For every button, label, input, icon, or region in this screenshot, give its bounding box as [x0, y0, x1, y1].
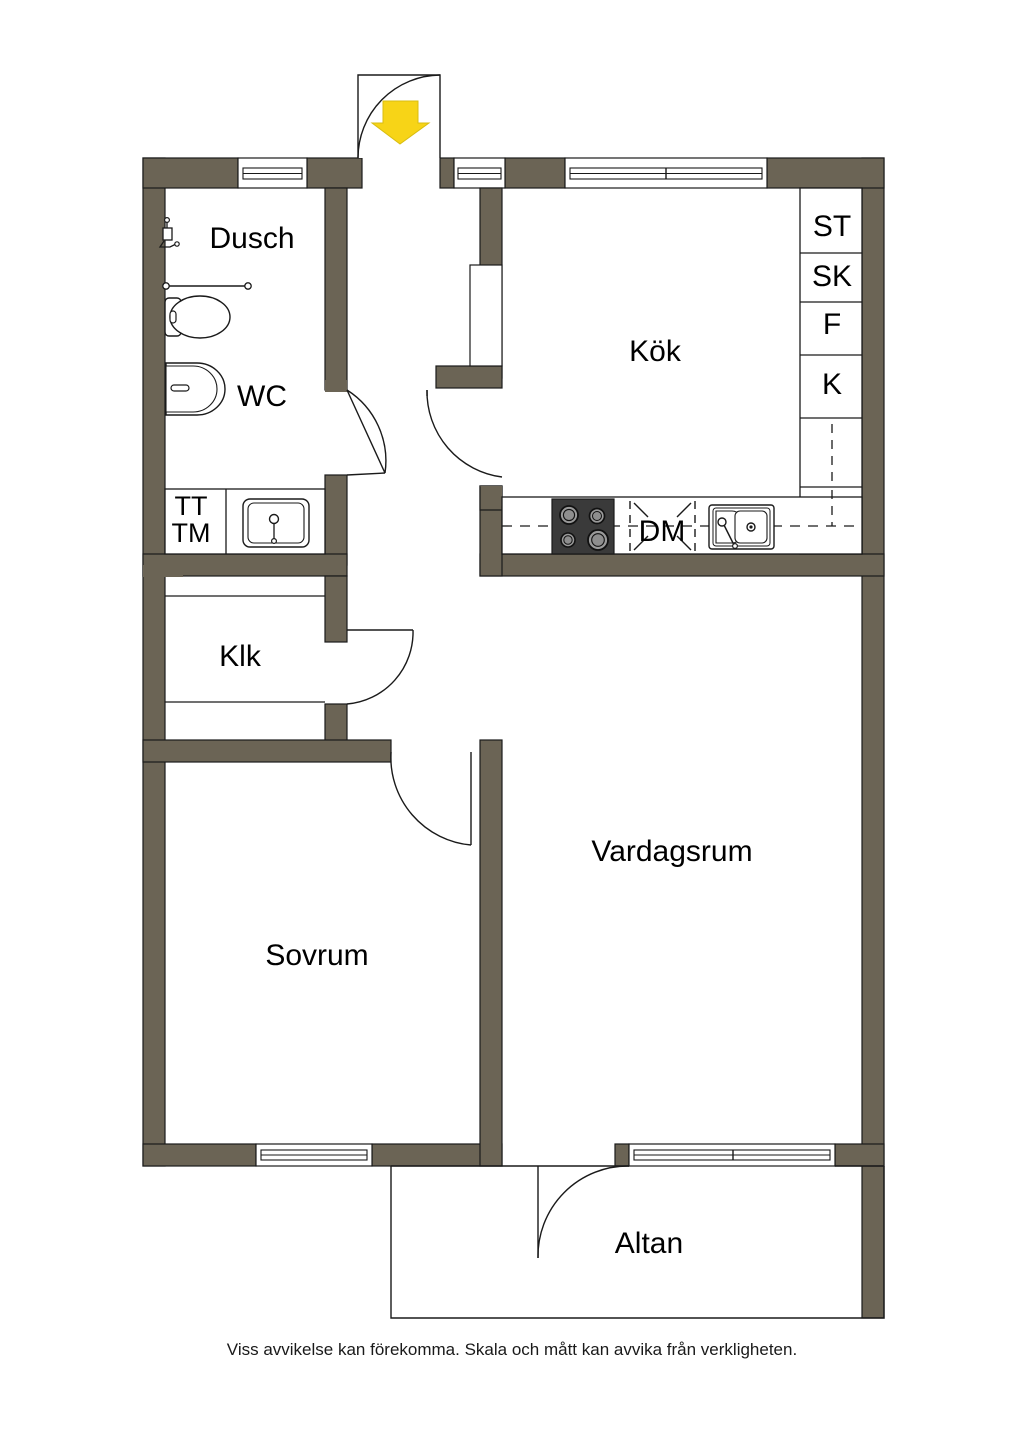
interior-wall-klk-south	[142, 739, 392, 763]
altan-outline-group	[390, 1165, 885, 1319]
plan-disclaimer: Viss avvikelse kan förekomma. Skala och …	[226, 1340, 798, 1359]
exterior-wall-top-e	[766, 157, 885, 189]
cabinet-label-k: K	[822, 368, 842, 401]
appliance-label-dm: DM	[639, 515, 686, 548]
shower-rail-icon	[162, 282, 252, 290]
room-label-group: Dusch WC Kök Klk Sovrum Vardagsrum Altan	[209, 222, 752, 1260]
door-swing-klk	[346, 629, 414, 705]
room-label-dusch: Dusch	[209, 222, 294, 255]
door-swing-group	[346, 389, 630, 1259]
entry-door-group	[357, 74, 441, 159]
kitchen-sink-icon	[708, 504, 775, 550]
sink-icon	[165, 362, 226, 416]
cabinet-label-f: F	[823, 308, 841, 341]
cabinet-label-st: ST	[813, 210, 851, 243]
appliance-label-tm: TM	[172, 518, 211, 548]
entry-arrow-icon	[370, 100, 431, 145]
interior-wall-klk-east-upper	[324, 575, 348, 643]
exterior-wall-bottom-c	[614, 1143, 630, 1167]
interior-wall-vardagsrum-north	[479, 553, 885, 577]
bath-door-opening-fill	[325, 390, 347, 412]
room-label-wc: WC	[237, 380, 287, 413]
exterior-wall-bottom-a	[142, 1143, 257, 1167]
appliance-label-group: TT TM DM	[172, 491, 686, 548]
exterior-wall-top-a	[142, 157, 239, 189]
bathroom-fixtures	[158, 217, 326, 555]
interior-wall-hall-niche-sill	[435, 365, 503, 389]
exterior-wall-left	[142, 157, 166, 1167]
kitchen-cabinet-column	[799, 187, 863, 555]
washer-icon	[164, 488, 326, 555]
cabinet-label-group: ST SK F K	[812, 210, 852, 401]
room-label-vardagsrum: Vardagsrum	[591, 835, 752, 868]
interior-wall-bath-south-nib	[143, 565, 183, 577]
dishwasher-marker	[629, 501, 696, 552]
door-swing-kok	[426, 389, 503, 478]
exterior-wall-top-c	[439, 157, 455, 189]
entry-door-swing	[357, 74, 441, 159]
room-label-sovrum: Sovrum	[265, 939, 368, 972]
stove-icon	[551, 498, 615, 555]
room-label-klk: Klk	[219, 640, 262, 673]
exterior-wall-bottom-d	[834, 1143, 885, 1167]
wall-group	[142, 157, 885, 1319]
exterior-wall-top-b	[306, 157, 363, 189]
room-outline-group	[165, 595, 325, 703]
kitchen-counter-run	[501, 490, 863, 555]
cabinet-column-body	[799, 187, 863, 555]
door-swing-altan	[537, 1165, 630, 1259]
hall-closet-niche	[469, 264, 503, 367]
room-label-kok: Kök	[629, 335, 682, 368]
door-swing-sovrum	[390, 751, 472, 846]
altan-outline	[390, 1166, 885, 1319]
interior-wall-sovrum-east	[479, 739, 503, 1167]
door-wc-stop	[346, 472, 386, 476]
door-leaf-wc	[346, 389, 386, 474]
exterior-wall-top-d	[504, 157, 566, 189]
shower-icon	[158, 217, 180, 248]
bath-door-jamb	[325, 380, 347, 392]
interior-wall-bath-east-lower	[324, 474, 348, 566]
appliance-label-tt: TT	[175, 491, 208, 521]
interior-wall-kok-doorjamb-chamfer	[480, 486, 502, 507]
door-swing-wc	[346, 389, 387, 474]
toilet-icon	[164, 295, 231, 339]
interior-wall-bath-east-upper	[324, 187, 348, 391]
room-label-altan: Altan	[615, 1227, 683, 1260]
cabinet-label-sk: SK	[812, 260, 852, 293]
